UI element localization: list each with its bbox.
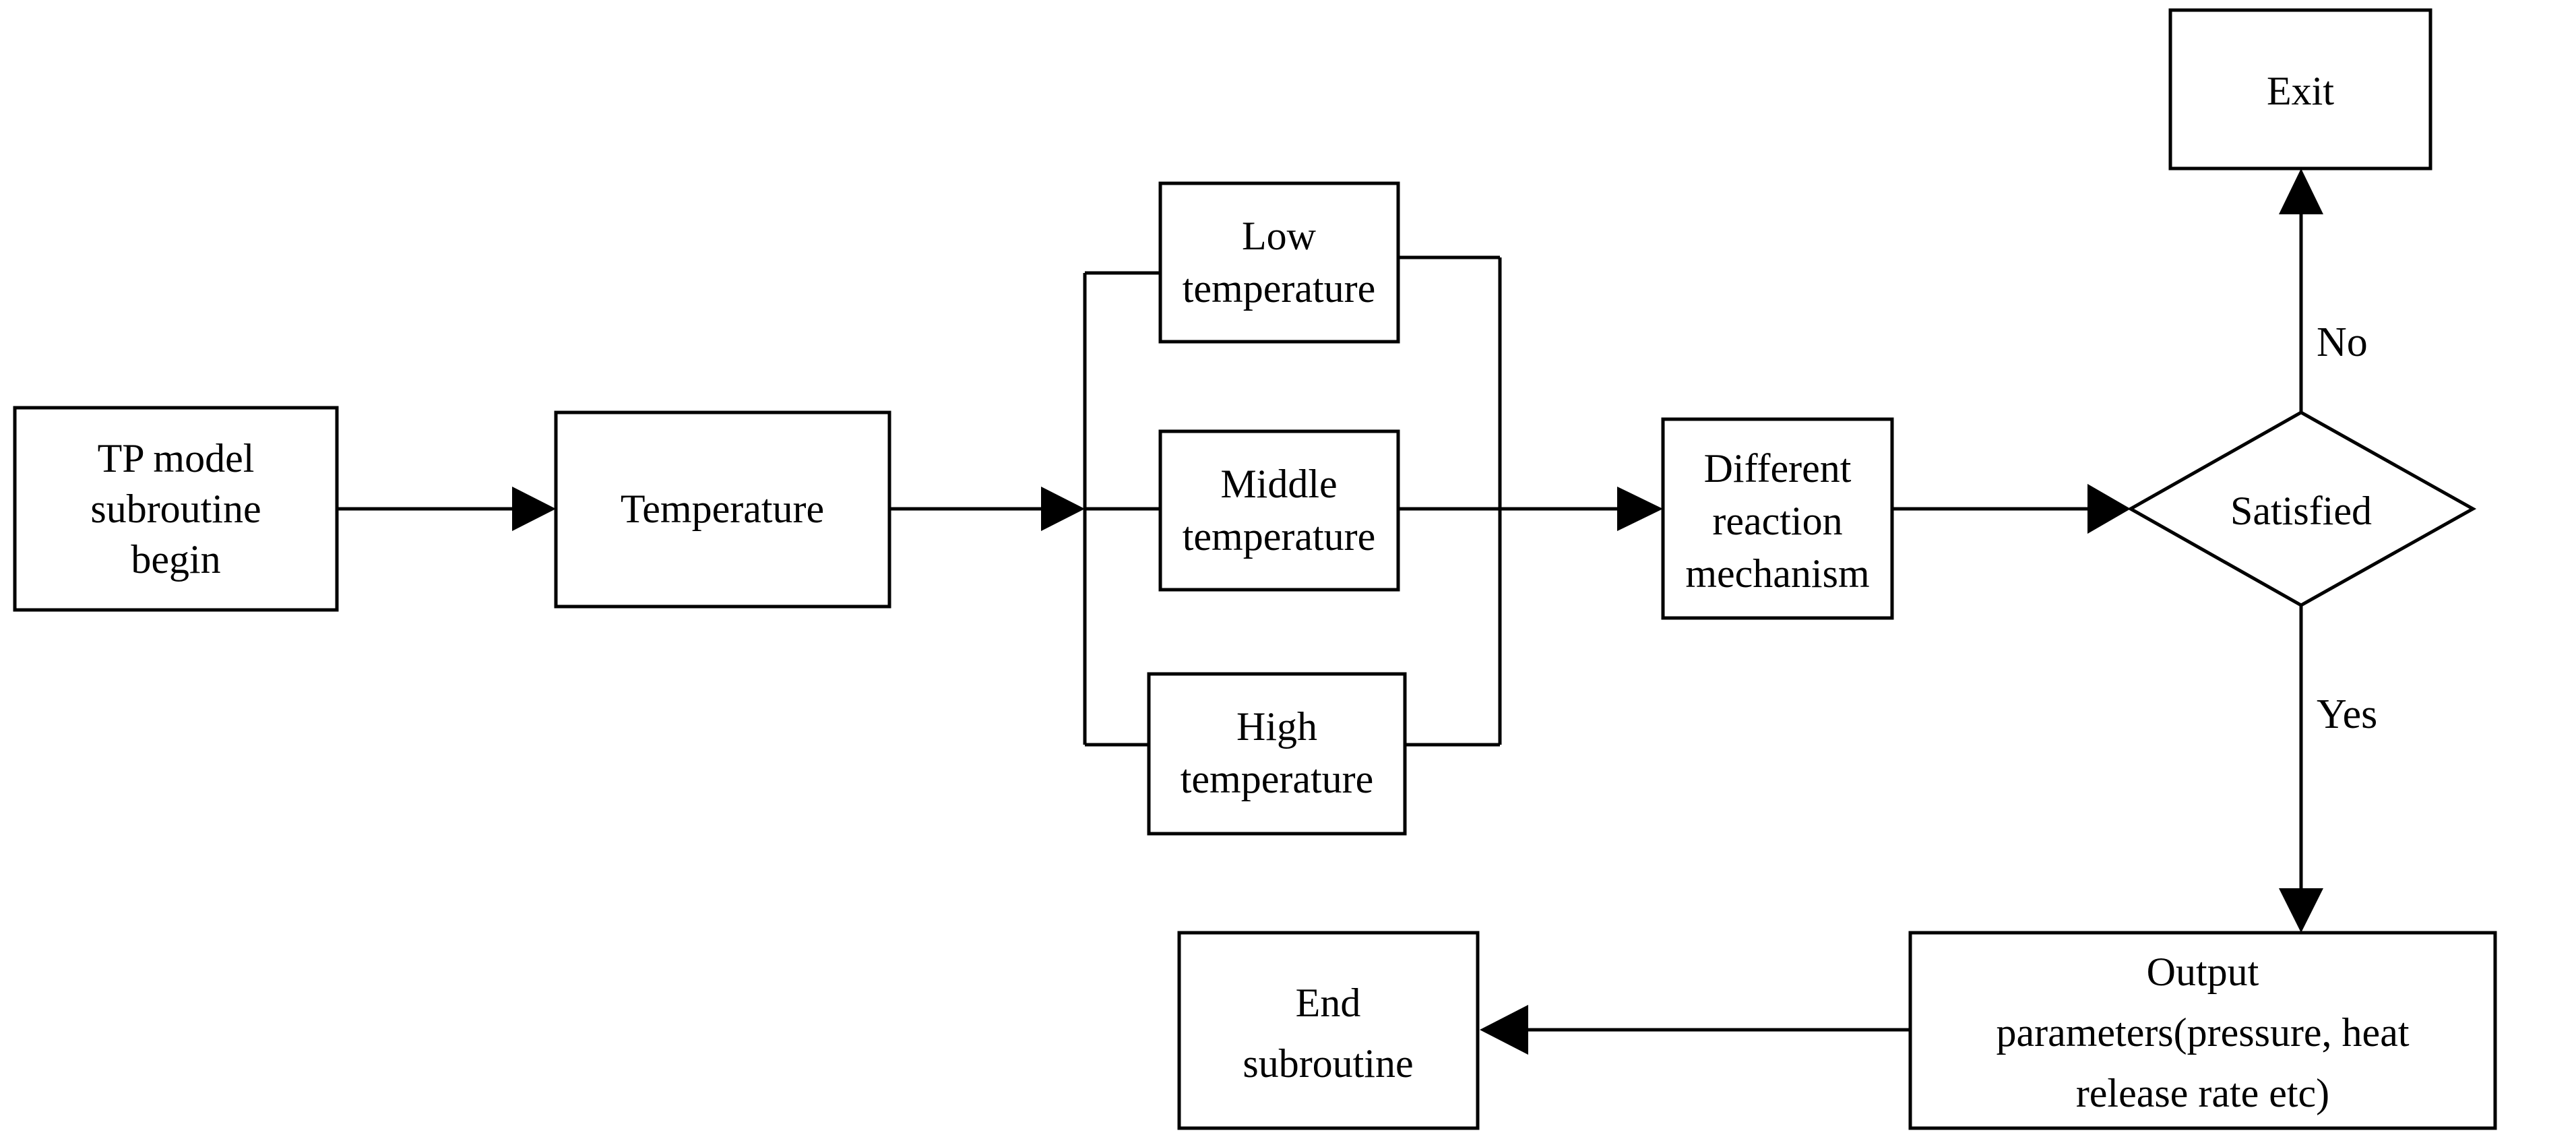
node-exit-label: Exit bbox=[2267, 69, 2334, 113]
edge-label-yes: Yes bbox=[2317, 691, 2377, 737]
edge-mechanism-to-satisfied bbox=[1892, 484, 2131, 534]
node-temperature[interactable] bbox=[554, 410, 891, 609]
node-start-line3: begin bbox=[131, 537, 220, 582]
node-end-line1: End bbox=[1296, 981, 1361, 1025]
node-low-line1: Low bbox=[1242, 214, 1317, 258]
node-start[interactable] bbox=[13, 406, 339, 612]
node-middle-temperature[interactable] bbox=[1158, 429, 1400, 592]
node-mechanism-line2: reaction bbox=[1712, 499, 1842, 543]
edge-satisfied-to-exit bbox=[2279, 168, 2323, 412]
node-end-subroutine[interactable] bbox=[1177, 931, 1480, 1130]
edge-temperature-to-split bbox=[889, 487, 1085, 531]
node-output[interactable] bbox=[1908, 931, 2497, 1130]
node-exit[interactable] bbox=[2168, 8, 2432, 171]
node-mechanism-line1: Different bbox=[1704, 446, 1852, 491]
node-output-line3: release rate etc) bbox=[2076, 1071, 2329, 1115]
node-mechanism-line3: mechanism bbox=[1685, 551, 1869, 596]
node-low-temperature[interactable] bbox=[1158, 181, 1400, 344]
node-satisfied-label: Satisfied bbox=[2230, 489, 2372, 533]
node-start-line1: TP model bbox=[98, 436, 255, 481]
edge-output-to-end bbox=[1480, 1005, 1910, 1055]
edge-split-bracket bbox=[1083, 271, 1160, 747]
edge-start-to-temperature bbox=[337, 487, 556, 531]
node-high-temperature[interactable] bbox=[1147, 672, 1407, 836]
edge-satisfied-to-output bbox=[2279, 605, 2323, 933]
node-middle-line1: Middle bbox=[1220, 462, 1337, 506]
node-temperature-label: Temperature bbox=[621, 487, 824, 531]
node-high-line1: High bbox=[1236, 704, 1317, 749]
node-middle-line2: temperature bbox=[1183, 514, 1376, 559]
node-output-line1: Output bbox=[2147, 950, 2259, 994]
node-satisfied[interactable] bbox=[2127, 410, 2477, 607]
edge-label-no: No bbox=[2317, 319, 2368, 365]
edge-merge-to-mechanism bbox=[1500, 487, 1663, 531]
node-output-line2: parameters(pressure, heat bbox=[1996, 1010, 2409, 1055]
node-mechanism[interactable] bbox=[1661, 417, 1894, 620]
node-high-line2: temperature bbox=[1181, 757, 1374, 801]
edge-merge-bracket bbox=[1398, 255, 1502, 747]
node-end-line2: subroutine bbox=[1243, 1041, 1413, 1086]
node-start-line2: subroutine bbox=[90, 487, 261, 531]
node-low-line2: temperature bbox=[1183, 266, 1376, 311]
